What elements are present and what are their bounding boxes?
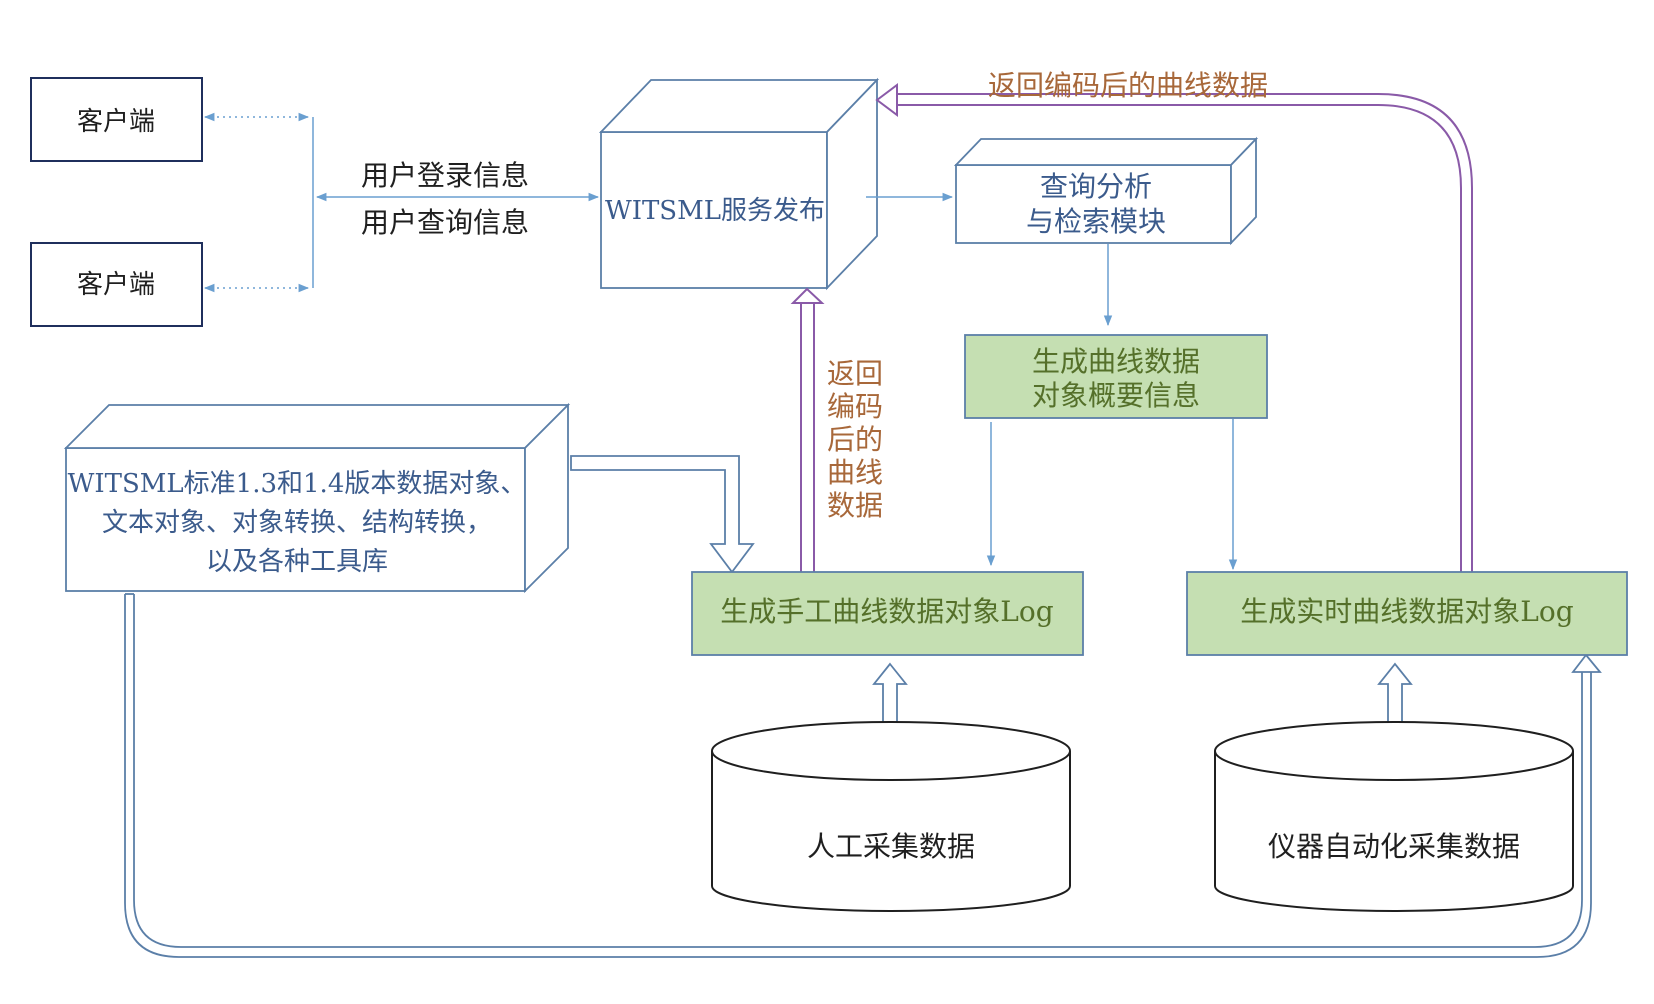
standard-library-cube: WITSML标准1.3和1.4版本数据对象、 文本对象、对象转换、结构转换， 以… xyxy=(63,402,571,594)
summary-line1: 生成曲线数据 xyxy=(1032,345,1200,378)
user-info-label: 用户登录信息 用户查询信息 xyxy=(361,159,529,239)
standard-library-line3: 以及各种工具库 xyxy=(206,547,388,577)
witsml-publish-cube: WITSML服务发布 xyxy=(598,77,880,291)
return-vertical-line1: 返回 xyxy=(827,357,883,390)
client-label-2: 客户端 xyxy=(77,270,155,300)
return-vertical-line4: 曲线 xyxy=(827,456,883,489)
query-module-box: 查询分析 与检索模块 xyxy=(953,136,1259,246)
client-box-1: 客户端 xyxy=(30,77,203,162)
witsml-publish-label: WITSML服务发布 xyxy=(605,196,825,226)
manual-db-label: 人工采集数据 xyxy=(807,830,975,863)
summary-info-box: 生成曲线数据 对象概要信息 xyxy=(964,334,1268,419)
manual-db-cylinder: 人工采集数据 xyxy=(711,721,1071,912)
user-login-info: 用户登录信息 xyxy=(361,159,529,192)
client-links xyxy=(203,112,600,293)
summary-line2: 对象概要信息 xyxy=(1032,379,1200,412)
return-vertical-line2: 编码 xyxy=(827,390,883,423)
instrument-db-cylinder: 仪器自动化采集数据 xyxy=(1214,721,1574,912)
standard-library-line1: WITSML标准1.3和1.4版本数据对象、 xyxy=(68,469,527,499)
manual-log-box: 生成手工曲线数据对象Log xyxy=(691,571,1084,656)
standard-library-line2: 文本对象、对象转换、结构转换， xyxy=(102,508,492,538)
return-arrow-top xyxy=(875,83,1473,572)
query-module-line2: 与检索模块 xyxy=(1026,205,1166,238)
realtime-log-box: 生成实时曲线数据对象Log xyxy=(1186,571,1628,656)
return-vertical-line3: 后的 xyxy=(827,423,883,456)
return-top-label: 返回编码后的曲线数据 xyxy=(988,69,1268,102)
instrument-db-label: 仪器自动化采集数据 xyxy=(1268,830,1520,863)
bottom-loop-arrow xyxy=(124,593,1602,958)
manual-log-label: 生成手工曲线数据对象Log xyxy=(720,595,1053,628)
realtime-log-label: 生成实时曲线数据对象Log xyxy=(1240,595,1573,628)
return-vertical-line5: 数据 xyxy=(827,489,883,522)
query-module-line1: 查询分析 xyxy=(1040,170,1152,203)
client-box-2: 客户端 xyxy=(30,242,203,327)
user-query-info: 用户查询信息 xyxy=(361,206,529,239)
return-arrow-vertical xyxy=(790,287,825,572)
client-label-1: 客户端 xyxy=(77,107,155,137)
arrow-library-to-manual xyxy=(570,455,755,574)
return-vertical-label: 返回 编码 后的 曲线 数据 xyxy=(827,357,883,522)
